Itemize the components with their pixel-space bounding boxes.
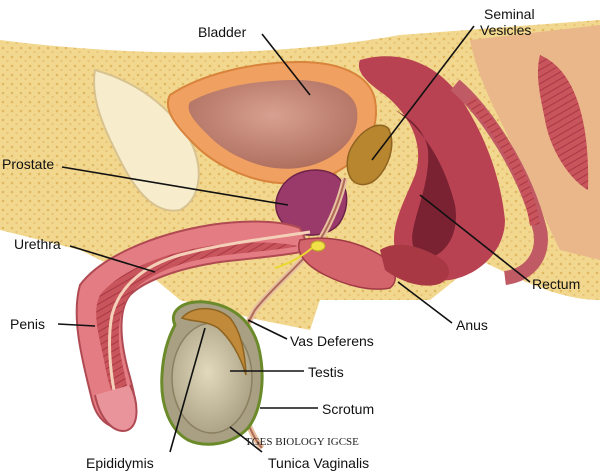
label-rectum: Rectum: [532, 276, 581, 292]
label-seminal-line1: Seminal: [484, 6, 535, 22]
perineal-muscle: [298, 237, 396, 290]
seminal-vesicles-pointer: [371, 25, 475, 161]
penis-pointer: [57, 323, 96, 327]
epididymis-pointer: [169, 327, 206, 453]
tunica-vaginalis-pointer: [229, 426, 263, 453]
label-seminal-line2: Vesicles: [480, 22, 532, 38]
epididymis-body: [180, 307, 247, 376]
bladder-cavity: [188, 80, 358, 169]
rectum-wall-stripes: [466, 96, 540, 226]
label-epididymis: Epididymis: [86, 455, 154, 471]
vas-deferens-pointer: [247, 319, 288, 340]
urethra-pointer: [69, 245, 156, 273]
cowper-gland: [310, 240, 326, 252]
label-testis: Testis: [308, 364, 344, 380]
label-tunica-vaginalis: Tunica Vaginalis: [268, 455, 370, 471]
label-urethra: Urethra: [14, 236, 61, 252]
label-penis: Penis: [10, 316, 46, 332]
bladder-pointer: [261, 33, 311, 96]
watermark: TGES BIOLOGY IGCSE: [245, 436, 359, 448]
rectum-inner: [395, 110, 456, 258]
urethra-tube: [108, 230, 311, 411]
label-prostate: Prostate: [2, 156, 55, 172]
label-vas-deferens: Vas Deferens: [290, 333, 374, 349]
sacrum-muscle-stripes: [537, 55, 589, 190]
pointer-lines: [57, 25, 531, 453]
anal-canal: [380, 244, 450, 286]
prostate-pointer: [61, 166, 289, 206]
label-anus: Anus: [456, 317, 488, 333]
label-scrotum: Scrotum: [322, 401, 375, 417]
pubic-bone: [93, 68, 200, 212]
seminal-vesicle: [346, 124, 393, 186]
label-bladder: Bladder: [198, 24, 247, 40]
anus-pointer: [397, 281, 453, 324]
cowper-duct: [274, 247, 313, 269]
rectum-pointer: [419, 194, 531, 283]
glans: [94, 384, 138, 432]
